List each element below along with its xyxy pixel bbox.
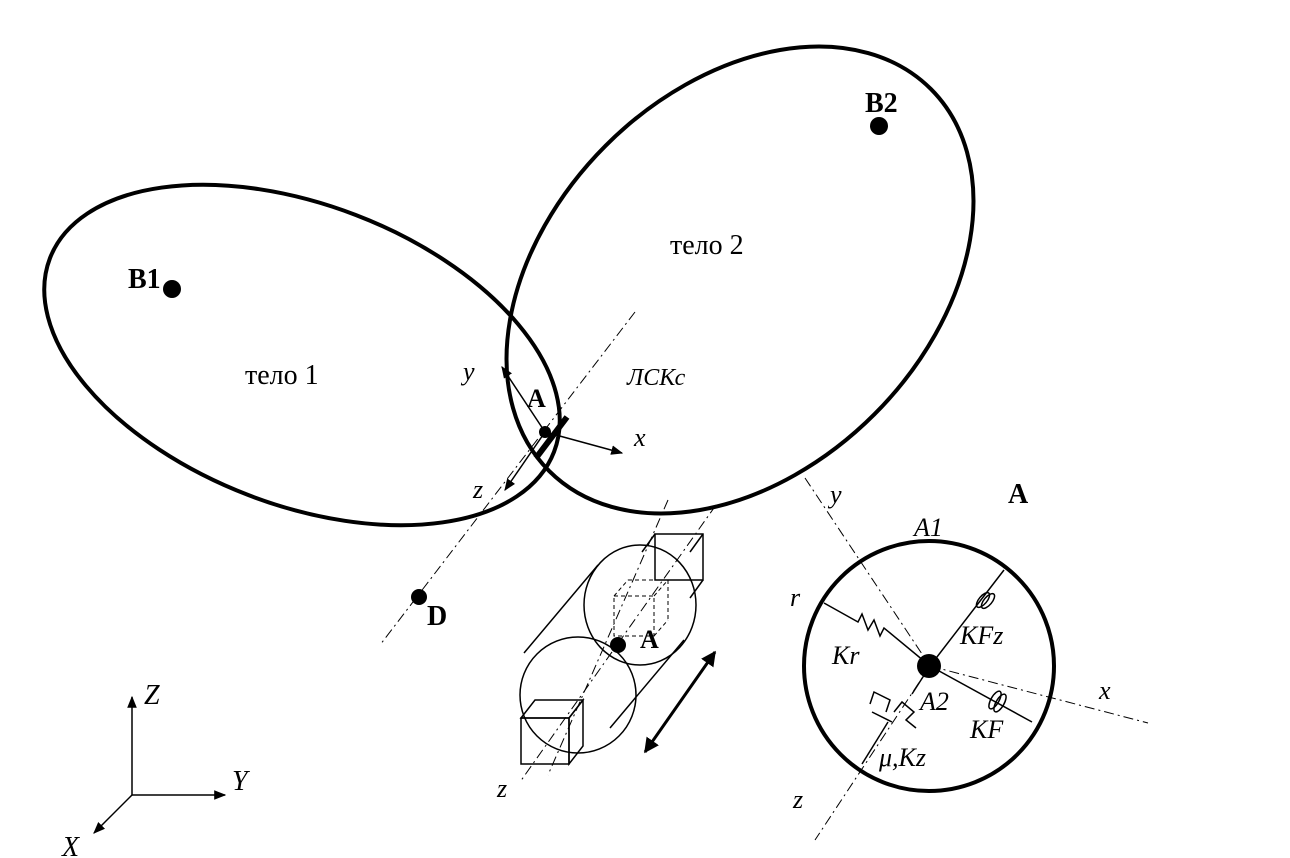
detail-z-label: z (792, 785, 803, 814)
cylindrical-joint-sketch (519, 499, 717, 783)
point-a-dot (539, 426, 551, 438)
local-y-label: y (460, 357, 475, 386)
global-x-axis (93, 794, 133, 834)
a-label: A (527, 384, 546, 413)
spring-kf (929, 665, 1033, 723)
detail-center-dot (917, 654, 941, 678)
body-1 (42, 182, 562, 528)
lskc-label: ЛСКс (626, 365, 686, 391)
detail-a2-label: A2 (918, 687, 949, 716)
local-x-axis (544, 431, 624, 455)
local-x-label: x (633, 423, 646, 452)
detail-x-label: x (1098, 676, 1111, 705)
local-frame (501, 365, 624, 491)
detail-a1-label: A1 (912, 513, 943, 542)
d-label: D (427, 601, 447, 632)
mu-kz-label: μ,Kz (878, 743, 926, 772)
point-b2-dot (870, 117, 888, 135)
b1-label: B1 (128, 264, 161, 295)
sliding-arrow (643, 650, 717, 754)
body1-label: тело 1 (245, 360, 319, 391)
body2-label: тело 2 (670, 230, 744, 261)
global-z-label: Z (144, 680, 160, 711)
b2-label: B2 (865, 88, 898, 119)
global-x-label: X (61, 832, 80, 858)
kfz-label: KFz (959, 621, 1003, 650)
local-z-axis (504, 431, 546, 491)
spring-kfz (929, 569, 1005, 667)
joint-detail-view (802, 477, 1149, 841)
body-2 (504, 44, 976, 516)
point-d-dot (411, 589, 427, 605)
cylinder-a-label: A (640, 625, 659, 654)
local-z-label: z (472, 475, 483, 504)
spring-kr (823, 602, 931, 667)
joint-plate (533, 415, 570, 460)
detail-title: A (1008, 479, 1029, 510)
cylinder-center-dot (610, 637, 626, 653)
kf-label: KF (969, 715, 1004, 744)
global-y-label: Y (232, 766, 251, 797)
detail-r-label: r (790, 583, 801, 612)
point-b1-dot (163, 280, 181, 298)
kr-label: Kr (831, 641, 860, 670)
detail-y-label: y (827, 480, 842, 509)
cylinder-z-label: z (496, 774, 507, 803)
local-y-axis (501, 365, 546, 433)
global-frame (93, 695, 227, 834)
